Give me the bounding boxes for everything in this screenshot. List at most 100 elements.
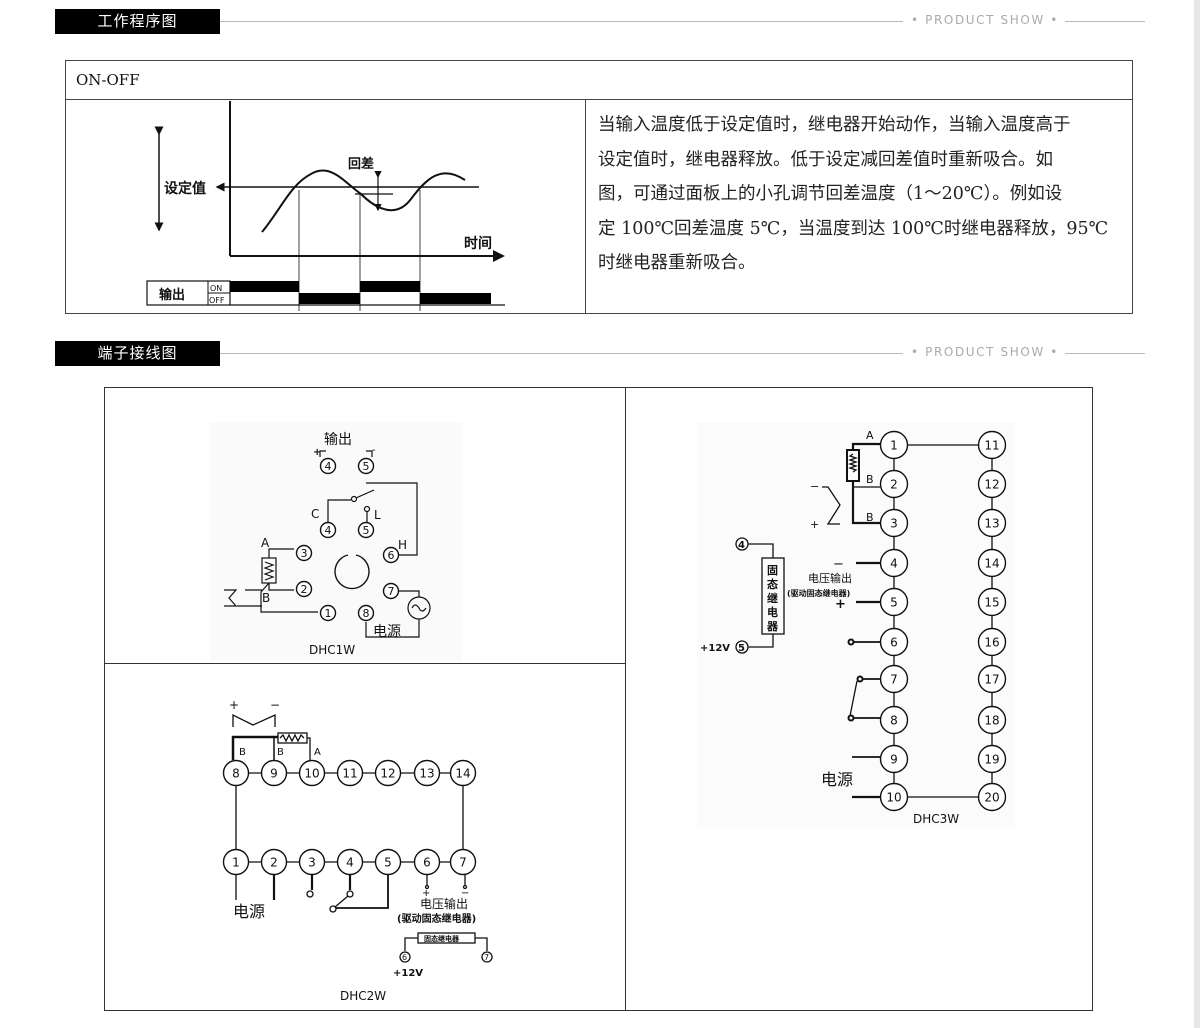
- terminal-circle: [879, 508, 909, 538]
- temperature-curve: [261, 169, 466, 233]
- minus-sign: −: [270, 698, 280, 712]
- terminal-number: 5: [363, 460, 370, 473]
- terminal-circle: [977, 508, 1007, 538]
- terminal-circle: [413, 759, 441, 787]
- terminal-number: 7: [890, 672, 898, 686]
- ssr-label: 固态继电器: [424, 934, 460, 943]
- minus-sign: −: [810, 480, 819, 493]
- minus-sign: −: [461, 888, 469, 899]
- terminal-circle: [382, 546, 400, 564]
- terminal-circle: [357, 457, 375, 475]
- terminal-circle: [879, 664, 909, 694]
- minus-sign: −: [833, 557, 844, 572]
- ssr-char: 器: [766, 620, 779, 633]
- plus-sign: +: [422, 888, 430, 899]
- terminal-number: 12: [984, 477, 999, 491]
- terminal-circle: [879, 430, 909, 460]
- description-line: 图，可通过面板上的小孔调节回差温度（1～20℃）。例如设: [598, 184, 1063, 204]
- section-title: 工作程序图: [55, 9, 220, 34]
- drive-ssr-label: (驱动固态继电器): [787, 588, 850, 598]
- ssr-pin-5: 5: [738, 643, 745, 654]
- mode-label: ON-OFF: [65, 60, 1133, 100]
- terminal-number: 8: [890, 713, 898, 727]
- dhc2w-diagram: + − B B A 电源 + − 电压输出 (驱动固态继电器) 固态继电器 6 …: [222, 698, 493, 1003]
- terminal-circle: [449, 848, 477, 876]
- supply-label: +12V: [700, 643, 730, 654]
- output-off-bar: [420, 293, 491, 304]
- terminal-number: 2: [270, 855, 278, 869]
- terminal-number: 11: [984, 438, 999, 452]
- ssr-char: 电: [767, 605, 778, 619]
- terminal-circle: [319, 457, 337, 475]
- terminal-circle: [879, 627, 909, 657]
- hysteresis-label: 回差: [348, 156, 374, 172]
- terminal-circle: [413, 848, 441, 876]
- plus-sign: +: [810, 518, 819, 531]
- plus-sign: +: [313, 447, 321, 458]
- terminal-circle: [879, 705, 909, 735]
- terminal-number: 3: [308, 855, 316, 869]
- ssr-char: 固: [767, 564, 778, 577]
- off-label: OFF: [209, 296, 225, 305]
- terminal-number: 13: [984, 516, 999, 530]
- terminal-number: 1: [232, 855, 240, 869]
- terminal-number: 10: [304, 766, 319, 780]
- terminal-number: 4: [346, 855, 354, 869]
- terminal-circle: [977, 664, 1007, 694]
- ssr-char: 态: [767, 577, 778, 591]
- terminal-number: 1: [325, 607, 332, 620]
- terminal-bus: [236, 772, 463, 863]
- terminal-circle: [336, 759, 364, 787]
- divider: [220, 353, 903, 354]
- divider: [1065, 21, 1145, 22]
- output-off-bar: [299, 293, 360, 304]
- terminal-number: 10: [886, 790, 901, 804]
- terminal-circle: [977, 705, 1007, 735]
- terminal-circle: [260, 759, 288, 787]
- product-show-tag: • PRODUCT SHOW •: [911, 345, 1059, 359]
- minus-sign: -: [372, 445, 376, 456]
- terminal-circle: [357, 521, 375, 539]
- power-label: 电源: [233, 902, 265, 921]
- voltage-output-label: 电压输出: [808, 571, 852, 585]
- ssr-pin-4: 4: [738, 540, 745, 551]
- voltage-output-label: 电压输出: [420, 896, 468, 911]
- product-show-tag: • PRODUCT SHOW •: [911, 13, 1059, 27]
- supply-label: +12V: [393, 968, 423, 979]
- terminal-number: 14: [455, 766, 470, 780]
- power-label: 电源: [821, 770, 853, 789]
- terminal-number: 5: [384, 855, 392, 869]
- divider: [220, 21, 903, 22]
- terminal-number: 17: [984, 672, 999, 686]
- power-label: 电源: [373, 624, 401, 640]
- output-label: 输出: [324, 432, 352, 448]
- dhc3w-diagram: 4 5 +12V 固 态 继 电 器 A B B − + − + 电压输出 (驱…: [697, 422, 1015, 828]
- terminal-number: 6: [388, 549, 395, 562]
- page-scrollbar[interactable]: [1194, 0, 1200, 1028]
- terminal-circle: [374, 759, 402, 787]
- on-off-diagram-cell: 设定值 回差 时间 输出 ON OFF: [65, 99, 586, 314]
- b-label: B: [239, 747, 246, 758]
- ssr-pin-7: 7: [484, 953, 489, 962]
- divider: [105, 663, 625, 664]
- divider: [625, 388, 626, 1010]
- terminal-number: 4: [325, 524, 332, 537]
- terminal-circle: [977, 782, 1007, 812]
- terminal-circle: [336, 848, 364, 876]
- terminal-circle: [977, 469, 1007, 499]
- terminal-number: 7: [388, 585, 395, 598]
- terminal-number: 8: [363, 607, 370, 620]
- terminal-circle: [977, 587, 1007, 617]
- terminal-circle: [319, 604, 337, 622]
- setpoint-label: 设定值: [164, 180, 206, 197]
- wiring-diagrams: [104, 387, 1093, 1011]
- terminal-circle: [295, 580, 313, 598]
- terminal-number: 4: [890, 556, 898, 570]
- terminal-circle: [449, 759, 477, 787]
- h-label: H: [398, 538, 407, 552]
- b-label: B: [866, 473, 874, 486]
- program-table: ON-OFF 设定值 回差 时间: [65, 60, 1133, 314]
- terminal-number: 9: [270, 766, 278, 780]
- terminal-number: 2: [301, 583, 308, 596]
- time-label: 时间: [464, 235, 492, 252]
